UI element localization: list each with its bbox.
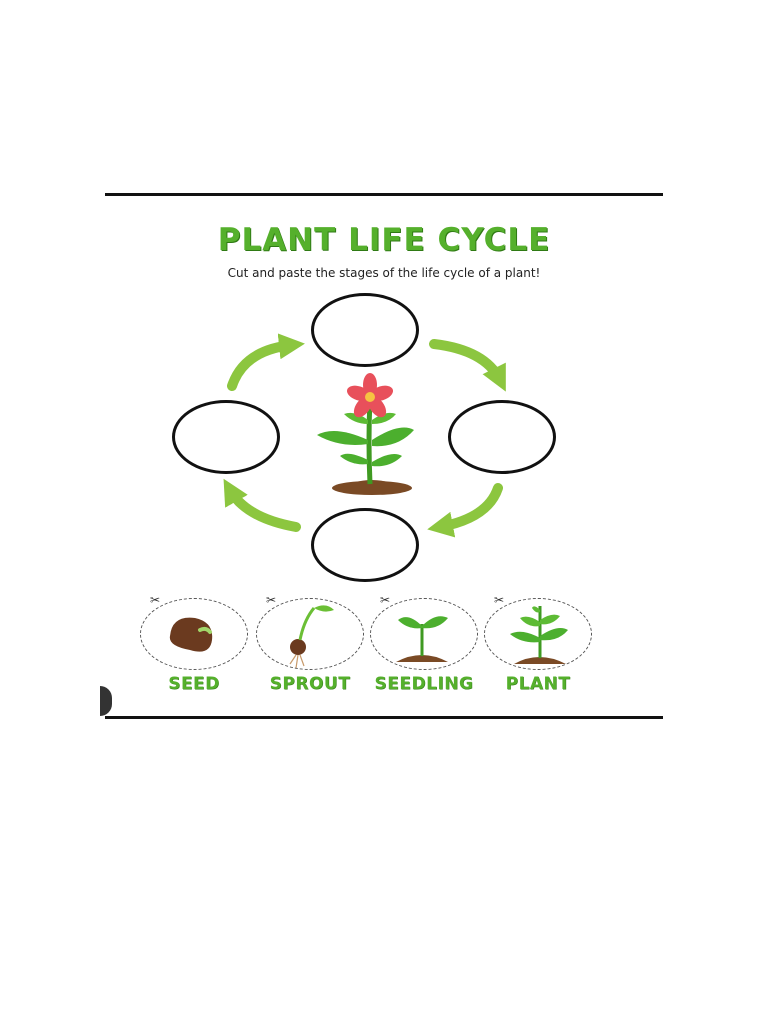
cut-out-sprout[interactable] <box>256 598 364 670</box>
cut-out-seed[interactable] <box>140 598 248 670</box>
cut-out-seedling[interactable] <box>370 598 478 670</box>
paste-slot-bottom[interactable] <box>311 508 419 582</box>
scissors-icon: ✂ <box>380 593 391 607</box>
worksheet-bottom-rule <box>105 716 663 719</box>
stage-label-seed: SEED <box>168 674 220 694</box>
paste-slot-left[interactable] <box>172 400 280 474</box>
worksheet-top-rule <box>105 193 663 196</box>
stage-label-sprout: SPROUT <box>269 674 351 694</box>
paste-slot-right[interactable] <box>448 400 556 474</box>
worksheet-title: PLANT LIFE CYCLE <box>217 222 551 258</box>
scissors-icon: ✂ <box>150 593 161 607</box>
page-edge-marker <box>100 686 112 716</box>
cut-out-plant[interactable] <box>484 598 592 670</box>
scissors-icon: ✂ <box>266 593 277 607</box>
stage-label-seedling: SEEDLING <box>374 674 474 694</box>
arrow-left-to-top <box>227 333 305 391</box>
stage-label-plant: PLANT <box>505 674 571 694</box>
scissors-icon: ✂ <box>494 593 505 607</box>
arrow-top-to-right <box>429 339 506 392</box>
arrow-bottom-to-left <box>223 478 301 532</box>
worksheet-instructions: Cut and paste the stages of the life cyc… <box>227 266 541 280</box>
paste-slot-top[interactable] <box>311 293 419 367</box>
flowering-plant-icon <box>317 373 414 495</box>
arrow-right-to-bottom <box>427 483 503 538</box>
